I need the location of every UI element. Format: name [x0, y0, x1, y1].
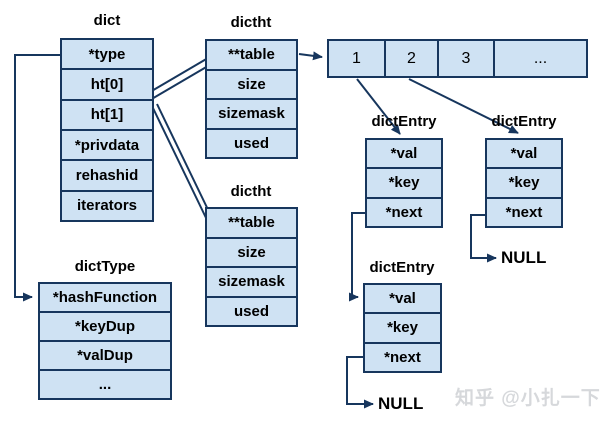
- dicttype-title: dictType: [74, 258, 136, 275]
- dictht-top-field-table: **table: [207, 41, 296, 71]
- dicttype-field-hashfunction: *hashFunction: [40, 284, 170, 313]
- arrow-bucket2-to-entry2: [408, 78, 519, 134]
- dictentry3-table: *val *key *next: [363, 283, 442, 373]
- dictht-bottom-table: **table size sizemask used: [205, 207, 298, 327]
- dictentry1-field-key: *key: [367, 169, 441, 199]
- dictht-bottom-title: dictht: [230, 183, 272, 200]
- bucket-cell-3: 3: [439, 41, 495, 76]
- bucket-array: 1 2 3 ...: [327, 39, 588, 78]
- bucket-cell-1: 1: [329, 41, 386, 76]
- link-ht0-to-dictht-line1: [149, 57, 209, 93]
- dict-title: dict: [93, 12, 121, 29]
- dicttype-table: *hashFunction *keyDup *valDup ...: [38, 282, 172, 400]
- dictentry2-field-key: *key: [487, 169, 561, 199]
- dictht-top-table: **table size sizemask used: [205, 39, 298, 159]
- dictentry3-field-next: *next: [384, 348, 421, 366]
- dict-field-rehashid: rehashid: [62, 161, 152, 192]
- dict-field-ht0: ht[0]: [62, 70, 152, 101]
- link-ht1-to-dictht-line2: [156, 103, 214, 221]
- arrow-entry3-next-to-null: [346, 356, 374, 409]
- dict-field-ht1: ht[1]: [62, 101, 152, 131]
- arrow-bucket1-to-entry1: [356, 78, 401, 135]
- dictht-top-field-used: used: [233, 134, 269, 152]
- dictentry1-field-val: *val: [367, 140, 441, 170]
- dictht-top-field-size: size: [207, 71, 296, 100]
- dictentry2-title: dictEntry: [491, 113, 557, 130]
- dictentry2-field-next: *next: [505, 203, 543, 221]
- link-ht1-to-dictht-line1: [151, 105, 209, 223]
- arrow-entry2-next-to-null: [470, 214, 497, 263]
- dictht-bottom-field-sizemask: sizemask: [207, 268, 296, 298]
- dictentry3-field-key: *key: [365, 314, 440, 344]
- dictentry3-title: dictEntry: [369, 259, 435, 276]
- dictht-top-field-sizemask: sizemask: [207, 100, 296, 130]
- dicttype-field-ellipsis: ...: [98, 376, 112, 393]
- dicttype-field-keydup: *keyDup: [40, 313, 170, 342]
- dictht-bottom-field-size: size: [207, 239, 296, 268]
- dictentry2-table: *val *key *next: [485, 138, 563, 228]
- arrow-table-to-array: [298, 51, 323, 61]
- dict-table: *type ht[0] ht[1] *privdata rehashid ite…: [60, 38, 154, 222]
- dict-field-privdata: *privdata: [62, 131, 152, 162]
- dictentry1-table: *val *key *next: [365, 138, 443, 228]
- dictentry1-field-next: *next: [385, 203, 423, 221]
- bucket-cell-ellipsis: ...: [533, 49, 548, 67]
- watermark: 知乎 @小扎一下: [455, 388, 600, 409]
- dictht-top-title: dictht: [230, 14, 272, 31]
- arrow-type-to-dicttype: [14, 54, 60, 302]
- dict-field-type: *type: [62, 40, 152, 71]
- dictht-bottom-field-table: **table: [207, 209, 296, 239]
- dictentry2-field-val: *val: [487, 140, 561, 170]
- dictentry1-title: dictEntry: [371, 113, 437, 130]
- bucket-cell-2: 2: [386, 41, 439, 76]
- link-ht0-to-dictht-line2: [149, 65, 209, 101]
- dicttype-field-valdup: *valDup: [40, 342, 170, 371]
- dictentry3-field-val: *val: [365, 285, 440, 315]
- arrow-entry1-next-to-entry3: [349, 212, 367, 302]
- null-label-entry2: NULL: [501, 248, 547, 267]
- dictht-bottom-field-used: used: [233, 302, 269, 320]
- dict-field-iterators: iterators: [76, 197, 138, 215]
- null-label-entry3: NULL: [378, 394, 424, 413]
